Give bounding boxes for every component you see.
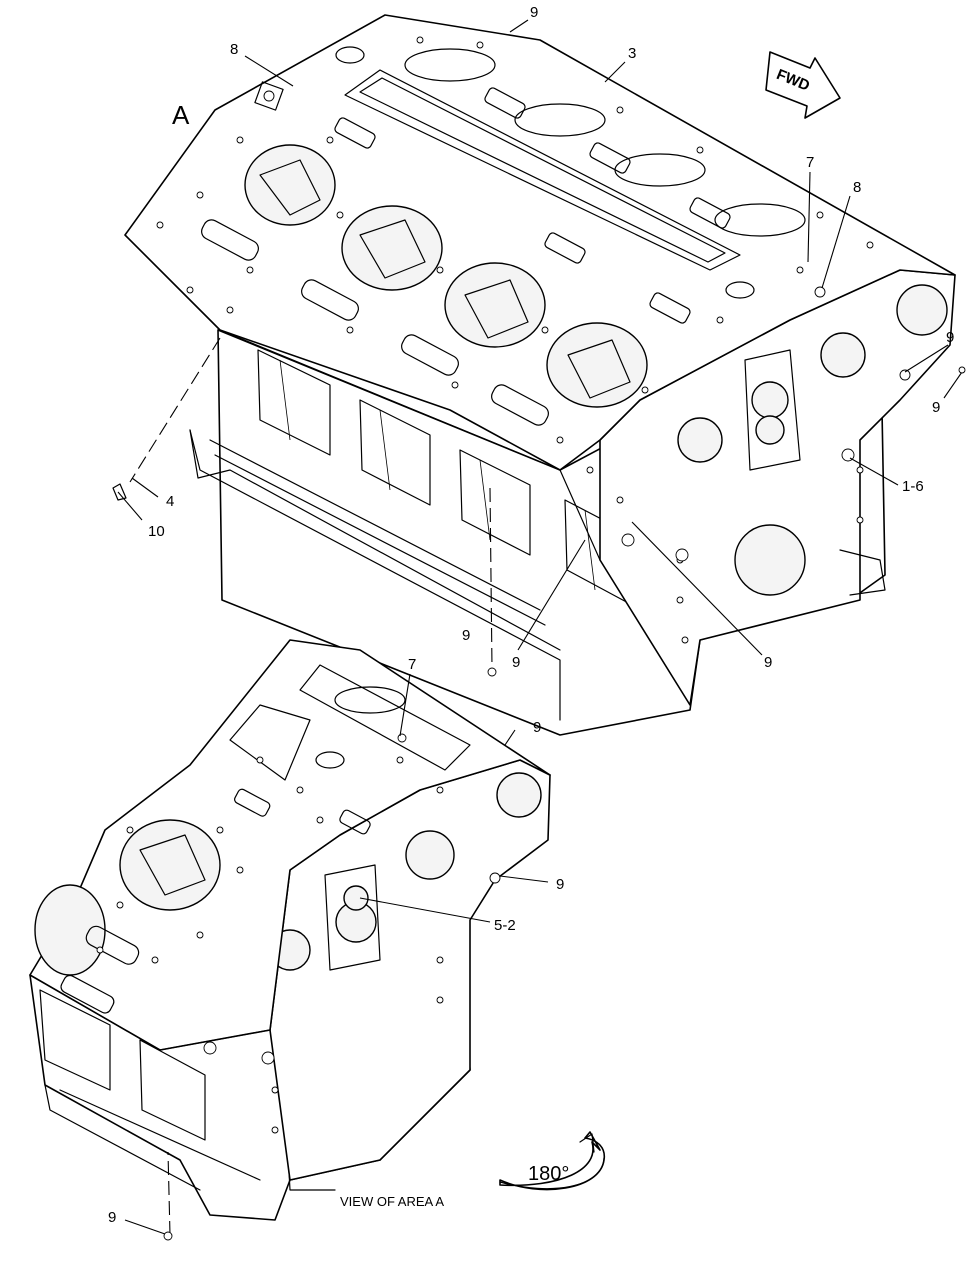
callout-9-mid-c: 9: [764, 654, 772, 671]
callout-9-bottom-b: 9: [556, 876, 564, 893]
leader-lines: [117, 19, 963, 1236]
callout-7-bottom: 7: [408, 656, 416, 673]
area-a-label: A: [172, 100, 190, 130]
callout-9-right-a: 9: [946, 329, 954, 346]
callout-1-6: 1-6: [902, 478, 924, 495]
callout-8-right: 8: [853, 179, 861, 196]
rotate-180-icon: [499, 1131, 606, 1191]
callout-3: 3: [628, 45, 636, 62]
callout-10: 10: [148, 523, 165, 540]
callout-9-mid-b: 9: [512, 654, 520, 671]
callout-5-2: 5-2: [494, 917, 516, 934]
upper-engine-block: [124, 14, 956, 736]
deck-bolt-holes: [156, 36, 874, 644]
callout-9-mid-a: 9: [462, 627, 470, 644]
callout-9-right-b: 9: [932, 399, 940, 416]
callout-9-bottom-a: 9: [533, 719, 541, 736]
callout-4: 4: [166, 493, 174, 510]
callout-7-top: 7: [806, 154, 814, 171]
fwd-arrow-icon: FWD: [765, 51, 841, 119]
rotation-label: 180°: [528, 1163, 569, 1185]
view-caption: VIEW OF AREA A: [340, 1194, 444, 1209]
callout-9-bottom-c: 9: [108, 1209, 116, 1226]
callout-9-top: 9: [530, 4, 538, 21]
callout-8-top: 8: [230, 41, 238, 58]
area-a-bolt-holes: [96, 756, 444, 1134]
area-a-view: [29, 639, 551, 1221]
